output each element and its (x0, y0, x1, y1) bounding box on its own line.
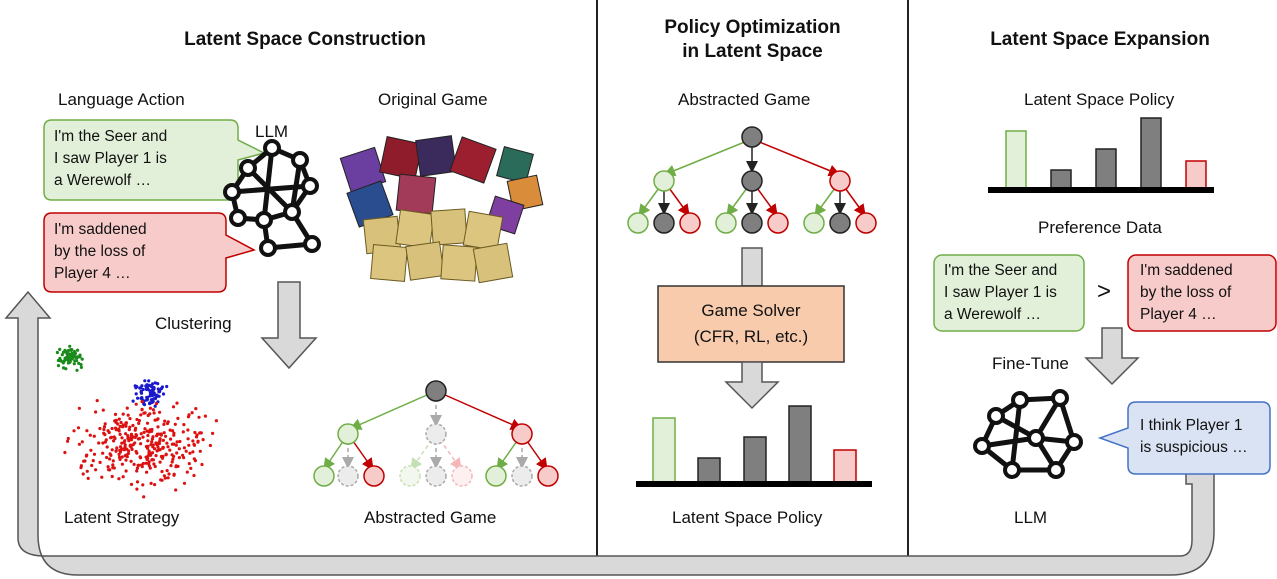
speech-bubble-blue (1097, 401, 1271, 475)
latent-policy-bars-middle (636, 405, 872, 487)
bubble-text-blue: I think Player 1 is suspicious … (1140, 417, 1248, 456)
pref-bubble-red (1127, 254, 1277, 332)
preference-data-label: Preference Data (1038, 218, 1162, 237)
preference-gt-symbol: > (1097, 278, 1112, 305)
llm-label-left: LLM (255, 122, 289, 141)
solver-input-arrow (741, 247, 763, 287)
section-title-construction: Latent Space Construction (184, 29, 426, 50)
latent-strategy-scatter (55, 344, 218, 499)
llm-network-icon-right (973, 389, 1083, 479)
latent-policy-label-middle: Latent Space Policy (672, 508, 823, 527)
pref-text-red: I'm saddened by the loss of Player 4 … (1140, 262, 1233, 323)
llm-label-right: LLM (1014, 508, 1048, 527)
section-title-optimization: Policy Optimization in Latent Space (664, 17, 841, 62)
bubble-text-green-left: I'm the Seer and I saw Player 1 is a Wer… (54, 128, 168, 189)
clustering-arrow (260, 281, 318, 370)
section-title-expansion: Latent Space Expansion (990, 29, 1210, 50)
divider-right (907, 0, 909, 560)
abstracted-game-tree-middle (627, 126, 877, 234)
game-solver-text: Game Solver (CFR, RL, etc.) (693, 301, 809, 346)
solver-output-arrow (724, 361, 780, 410)
game-cards-illustration (339, 135, 544, 284)
latent-strategy-label: Latent Strategy (64, 508, 180, 527)
original-game-label: Original Game (378, 90, 488, 109)
abstracted-game-tree-left (313, 380, 559, 487)
finetune-label: Fine-Tune (992, 354, 1069, 373)
speech-bubble-red (43, 212, 256, 293)
feedback-loop-arrow (4, 290, 1215, 576)
pref-bubble-green (933, 254, 1085, 332)
bubble-text-red-left: I'm saddened by the loss of Player 4 … (54, 221, 147, 282)
finetune-arrow (1084, 327, 1140, 386)
language-action-label: Language Action (58, 90, 185, 109)
pref-text-green: I'm the Seer and I saw Player 1 is a Wer… (944, 262, 1058, 323)
game-solver-box (657, 285, 845, 363)
abstracted-game-label-left: Abstracted Game (364, 508, 497, 527)
clustering-label: Clustering (155, 314, 232, 333)
divider-left (596, 0, 598, 560)
latent-policy-label-right: Latent Space Policy (1024, 90, 1175, 109)
abstracted-game-label-middle: Abstracted Game (678, 90, 811, 109)
latent-policy-bars-right (988, 117, 1214, 193)
